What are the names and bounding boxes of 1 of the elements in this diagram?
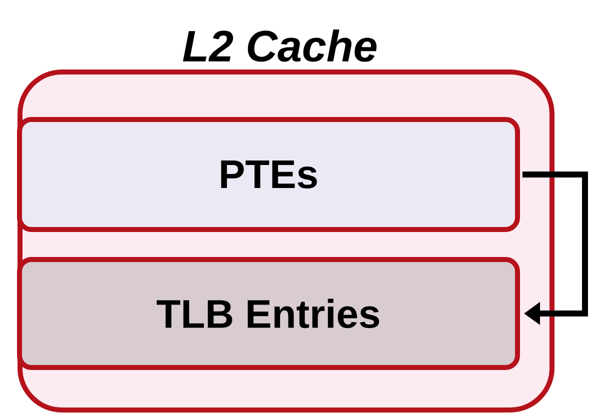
- heading: L2 Cache: [182, 29, 377, 62]
